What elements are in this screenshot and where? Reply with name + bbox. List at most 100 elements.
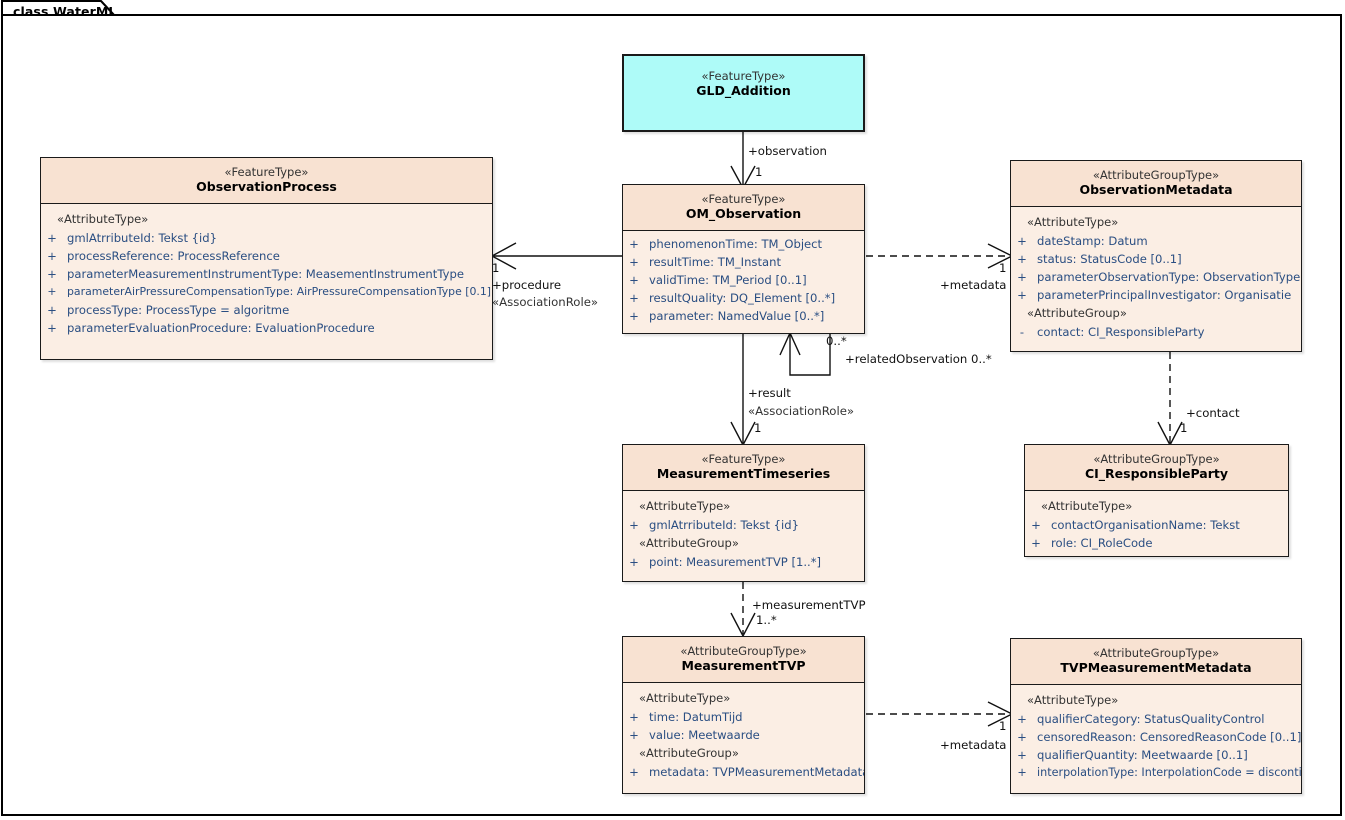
connector-mult-contact: 1: [1180, 421, 1188, 435]
attribute-text: parameterAirPressureCompensationType: Ai…: [67, 285, 492, 298]
class-name: MeasurementTimeseries: [656, 466, 831, 481]
attribute-row: + resultQuality: DQ_Element [0..*]: [623, 289, 864, 307]
attribute-row: +processType: ProcessType = algoritme: [41, 301, 492, 319]
attribute-text: gmlAtrributeId: Tekst {id}: [67, 231, 218, 245]
attribute-row: +status: StatusCode [0..1]: [1011, 250, 1301, 268]
visibility: +: [629, 765, 639, 779]
attribute-row: +gmlAtrributeId: Tekst {id}: [623, 516, 864, 534]
visibility: +: [47, 231, 57, 245]
connector-label-observation-metadata-role: +metadata: [940, 278, 1007, 292]
class-stereotype: «FeatureType»: [224, 165, 309, 179]
attribute-row: +value: Meetwaarde: [623, 726, 864, 744]
class-measurement-tvp[interactable]: «AttributeGroupType» MeasurementTVP «Att…: [622, 636, 865, 794]
attribute-group-label: «AttributeGroup»: [1027, 306, 1127, 320]
class-observation-metadata[interactable]: «AttributeGroupType» ObservationMetadata…: [1010, 160, 1302, 352]
connector-label-related-observation-role: +relatedObservation 0..*: [845, 352, 992, 366]
attribute-row: +phenomenonTime: TM_Object: [623, 235, 864, 253]
visibility: +: [1017, 252, 1027, 266]
attribute-row: +qualifierCategory: StatusQualityControl: [1011, 710, 1301, 728]
class-attributes: «AttributeType» +dateStamp: Datum +statu…: [1011, 207, 1301, 347]
attribute-row: + parameterMeasurementInstrumentType: Mea…: [41, 265, 492, 283]
class-tvp-measurement-metadata[interactable]: «AttributeGroupType» TVPMeasurementMetad…: [1010, 638, 1302, 794]
class-stereotype: «AttributeGroupType»: [1092, 168, 1220, 182]
class-stereotype: «FeatureType»: [701, 452, 786, 466]
attribute-group-label: «AttributeType»: [1027, 693, 1119, 707]
class-name: MeasurementTVP: [681, 658, 806, 673]
attribute-group-label: «AttributeGroup»: [639, 746, 739, 760]
class-name: CI_ResponsibleParty: [1084, 466, 1229, 481]
connector-mult-measurementtvp: 1..*: [756, 613, 777, 627]
connector-label-measurementtvp-role: +measurementTVP: [752, 598, 866, 612]
connector-label-result-stereotype: «AssociationRole»: [748, 404, 855, 418]
attribute-row: +censoredReason: CensoredReasonCode [0..…: [1011, 728, 1301, 746]
class-header: «AttributeGroupType» CI_ResponsibleParty: [1025, 445, 1288, 491]
class-attributes: «AttributeType» +gmlAtrributeId: Tekst {…: [623, 491, 864, 577]
attribute-row: +parameterObservationType: ObservationTy…: [1011, 268, 1301, 286]
attribute-row: + gmlAtrributeId: Tekst {id}: [41, 229, 492, 247]
visibility: +: [1017, 730, 1027, 744]
class-stereotype: «AttributeGroupType»: [1092, 646, 1220, 660]
visibility: +: [47, 303, 57, 317]
attribute-row: +contactOrganisationName: Tekst: [1025, 516, 1288, 534]
class-header: «FeatureType» ObservationProcess: [41, 158, 492, 204]
attribute-row: -contact: CI_ResponsibleParty: [1011, 323, 1301, 341]
class-attributes: «AttributeType» + gmlAtrributeId: Tekst {…: [41, 204, 492, 343]
attribute-text: parameterEvaluationProcedure: Evaluation…: [67, 321, 375, 335]
attribute-text: resultTime: TM_Instant: [649, 255, 781, 269]
class-gld-addition[interactable]: «FeatureType» GLD_Addition: [622, 54, 865, 132]
class-attributes: «AttributeType» +time: DatumTijd +value:…: [623, 683, 864, 787]
attribute-row: +dateStamp: Datum: [1011, 232, 1301, 250]
attribute-text: qualifierCategory: StatusQualityControl: [1037, 712, 1265, 726]
class-observation-process[interactable]: «FeatureType» ObservationProcess «Attrib…: [40, 157, 493, 360]
class-name: ObservationProcess: [196, 179, 337, 194]
attribute-text: parameterMeasurementInstrumentType: Meas…: [67, 267, 464, 281]
class-name: TVPMeasurementMetadata: [1060, 660, 1252, 675]
attribute-text: validTime: TM_Period [0..1]: [649, 273, 807, 287]
attribute-text: value: Meetwaarde: [649, 728, 760, 742]
class-header: «FeatureType» OM_Observation: [623, 185, 864, 231]
visibility: +: [629, 255, 639, 269]
class-stereotype: «FeatureType»: [701, 69, 786, 83]
class-header: «FeatureType» MeasurementTimeseries: [623, 445, 864, 491]
class-measurement-timeseries[interactable]: «FeatureType» MeasurementTimeseries «Att…: [622, 444, 865, 582]
visibility: +: [629, 273, 639, 287]
connector-mult-tvp-metadata: 1: [999, 719, 1007, 733]
attribute-row: +point: MeasurementTVP [1..*]: [623, 553, 864, 571]
attribute-row: + resultTime: TM_Instant: [623, 253, 864, 271]
attribute-group-label: «AttributeType»: [1041, 499, 1133, 513]
connector-label-contact-role: +contact: [1186, 406, 1240, 420]
connector-label-procedure-stereotype: «AssociationRole»: [492, 295, 599, 309]
visibility: +: [1017, 766, 1027, 779]
class-stereotype: «FeatureType»: [701, 192, 786, 206]
attribute-row: +parameter: NamedValue [0..*]: [623, 307, 864, 325]
visibility: +: [629, 518, 639, 532]
visibility: -: [1019, 325, 1025, 339]
visibility: +: [1031, 536, 1041, 550]
connector-mult-related-observation: 0..*: [826, 334, 847, 348]
visibility: +: [47, 267, 57, 281]
attribute-group-label: «AttributeType»: [1027, 215, 1119, 229]
class-om-observation[interactable]: «FeatureType» OM_Observation +phenomenon…: [622, 184, 865, 334]
attribute-text: interpolationType: InterpolationCode = d…: [1037, 766, 1301, 779]
visibility: +: [47, 249, 57, 263]
class-stereotype: «AttributeGroupType»: [1093, 452, 1220, 466]
attribute-group-label: «AttributeType»: [57, 212, 149, 226]
attribute-row: +parameterPrincipalInvestigator: Organis…: [1011, 286, 1301, 304]
attribute-text: time: DatumTijd: [649, 710, 743, 724]
attribute-row: +processReference: ProcessReference: [41, 247, 492, 265]
attribute-row: + metadata: TVPMeasurementMetadata: [623, 763, 864, 781]
class-ci-responsibleparty[interactable]: «AttributeGroupType» CI_ResponsibleParty…: [1024, 444, 1289, 557]
visibility: +: [47, 285, 57, 298]
connector-mult-procedure: 1: [492, 261, 500, 275]
class-attributes: «AttributeType» +contactOrganisationName…: [1025, 491, 1288, 558]
attribute-row: + validTime: TM_Period [0..1]: [623, 271, 864, 289]
class-attributes: «AttributeType» +qualifierCategory: Stat…: [1011, 685, 1301, 788]
attribute-text: metadata: TVPMeasurementMetadata: [649, 765, 864, 779]
visibility: +: [629, 291, 639, 305]
connector-label-result-role: +result: [748, 386, 791, 400]
attribute-text: resultQuality: DQ_Element [0..*]: [649, 291, 836, 305]
class-header: «FeatureType» GLD_Addition: [624, 56, 863, 107]
class-header: «AttributeGroupType» MeasurementTVP: [623, 637, 864, 683]
visibility: +: [629, 555, 639, 569]
